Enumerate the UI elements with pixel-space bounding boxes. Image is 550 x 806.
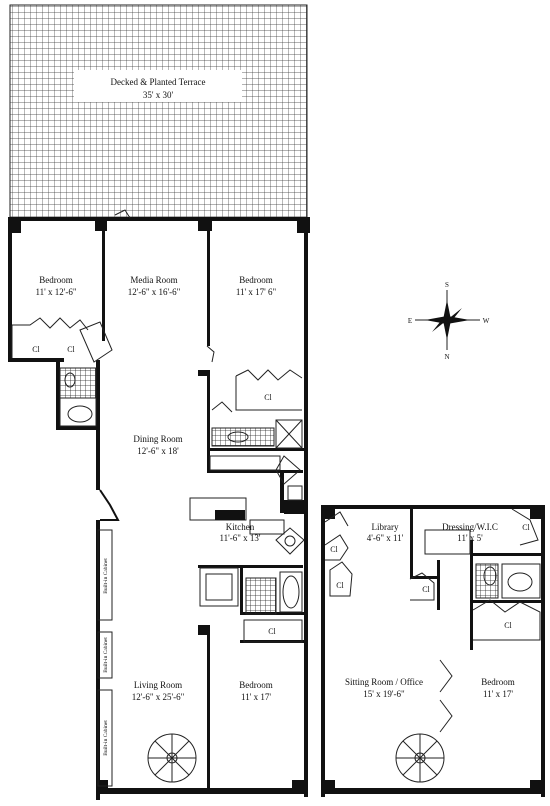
compass-s: S	[445, 281, 449, 289]
closet-label: Cl	[268, 627, 276, 636]
bedroom-se-name: Bedroom	[239, 680, 273, 690]
kitchen-dims: 11'-6" x 13'	[219, 533, 260, 543]
compass-n: N	[444, 353, 449, 361]
closet-label: Cl	[504, 621, 512, 630]
main-floor-walls	[8, 217, 310, 800]
media-room-name: Media Room	[130, 275, 177, 285]
library-dims: 4'-6" x 11'	[367, 533, 404, 543]
compass-rose: S W N E	[408, 281, 490, 361]
built-in-cabinet-label: Built-in Cabinet	[103, 720, 109, 756]
terrace-name: Decked & Planted Terrace	[111, 77, 206, 87]
living-room-dims: 12'-6" x 25'-6"	[132, 692, 185, 702]
media-room-dims: 12'-6" x 16'-6"	[128, 287, 181, 297]
built-in-cabinet-label: Built-in Cabinet	[103, 637, 109, 673]
upper-floor-labels: Library 4'-6" x 11' Dressing/W.I.C 11' x…	[330, 522, 530, 699]
built-in-cabinet-label: Built-in Cabinet	[103, 558, 109, 594]
compass-e: E	[408, 317, 412, 325]
closet-label: Cl	[264, 393, 272, 402]
main-floor-fixtures	[11, 209, 305, 787]
closet-label: Cl	[336, 581, 344, 590]
dining-room-dims: 12'-6" x 18'	[137, 446, 179, 456]
closet-label: Cl	[522, 523, 530, 532]
dressing-dims: 11' x 5'	[457, 533, 483, 543]
dressing-name: Dressing/W.I.C	[442, 522, 498, 532]
bedroom-ne-dims: 11' x 17' 6"	[236, 287, 277, 297]
bedroom-se-dims: 11' x 17'	[241, 692, 271, 702]
terrace-dims: 35' x 30'	[143, 90, 174, 100]
dining-room-name: Dining Room	[133, 434, 182, 444]
living-room-name: Living Room	[134, 680, 182, 690]
upper-bedroom-name: Bedroom	[481, 677, 515, 687]
closet-label: Cl	[330, 545, 338, 554]
bedroom-nw-name: Bedroom	[39, 275, 73, 285]
upper-floor-fixtures	[324, 508, 541, 783]
terrace-label-bg	[74, 70, 242, 102]
sitting-room-dims: 15' x 19'-6"	[363, 689, 405, 699]
closet-label: Cl	[32, 345, 40, 354]
bedroom-nw-dims: 11' x 12'-6"	[35, 287, 76, 297]
closet-label: Cl	[67, 345, 75, 354]
terrace: Decked & Planted Terrace 35' x 30'	[9, 4, 308, 219]
kitchen-name: Kitchen	[226, 522, 255, 532]
upper-bedroom-dims: 11' x 17'	[483, 689, 513, 699]
closet-label: Cl	[422, 585, 430, 594]
bedroom-ne-name: Bedroom	[239, 275, 273, 285]
compass-w: W	[483, 317, 490, 325]
sitting-room-name: Sitting Room / Office	[345, 677, 423, 687]
main-floor-labels: Bedroom 11' x 12'-6" Media Room 12'-6" x…	[32, 275, 276, 756]
library-name: Library	[372, 522, 399, 532]
upper-floor-walls	[321, 505, 545, 797]
